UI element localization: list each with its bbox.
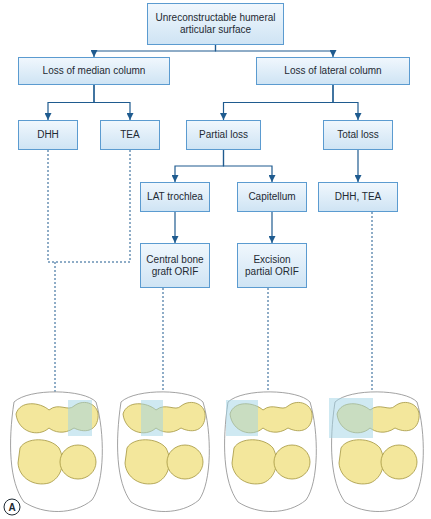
- flow-arrow: [48, 85, 94, 120]
- process-box: DHH, TEA: [318, 182, 398, 212]
- elbow-illustration: [11, 392, 103, 512]
- process-box: TEA: [100, 120, 160, 150]
- flow-arrow: [174, 212, 175, 243]
- box-text: Capitellum: [248, 191, 295, 203]
- flow-arrow: [94, 45, 216, 57]
- flow-arrow: [357, 150, 358, 182]
- box-text: Loss of median column: [43, 65, 146, 77]
- flow-arrow: [333, 85, 358, 120]
- process-box: Loss of median column: [18, 57, 170, 85]
- process-box: Excision partial ORIF: [237, 243, 307, 288]
- flow-arrow: [216, 45, 334, 57]
- box-text: Partial loss: [199, 129, 248, 141]
- leader-line: [48, 150, 130, 262]
- leader-line: [268, 288, 269, 392]
- process-box: Partial loss: [186, 120, 261, 150]
- box-text: Unreconstructable humeral articular surf…: [152, 12, 279, 36]
- flow-arrow: [94, 85, 130, 120]
- box-text: Excision partial ORIF: [242, 254, 302, 278]
- panel-letter: A: [4, 499, 20, 515]
- process-box: Unreconstructable humeral articular surf…: [147, 3, 284, 45]
- flow-arrow: [224, 150, 273, 182]
- elbow-illustration: [225, 392, 317, 512]
- box-text: TEA: [120, 129, 139, 141]
- flow-arrow: [224, 85, 334, 120]
- process-box: Loss of lateral column: [256, 57, 410, 85]
- flow-arrow: [271, 212, 272, 243]
- elbow-illustration: [118, 392, 210, 512]
- leader-line: [372, 212, 373, 392]
- box-text: DHH, TEA: [335, 191, 382, 203]
- flow-arrow: [175, 150, 224, 182]
- box-text: Total loss: [337, 129, 379, 141]
- process-box: DHH: [18, 120, 78, 150]
- leader-line: [55, 262, 56, 392]
- leader-line: [163, 288, 164, 392]
- process-box: LAT trochlea: [140, 182, 210, 212]
- box-text: DHH: [37, 129, 59, 141]
- process-box: Capitellum: [237, 182, 307, 212]
- box-text: LAT trochlea: [147, 191, 203, 203]
- box-text: Loss of lateral column: [284, 65, 381, 77]
- panel-ring: [4, 499, 20, 515]
- box-text: Central bone graft ORIF: [145, 254, 205, 278]
- process-box: Central bone graft ORIF: [140, 243, 210, 288]
- elbow-illustration: [329, 392, 423, 512]
- process-box: Total loss: [323, 120, 393, 150]
